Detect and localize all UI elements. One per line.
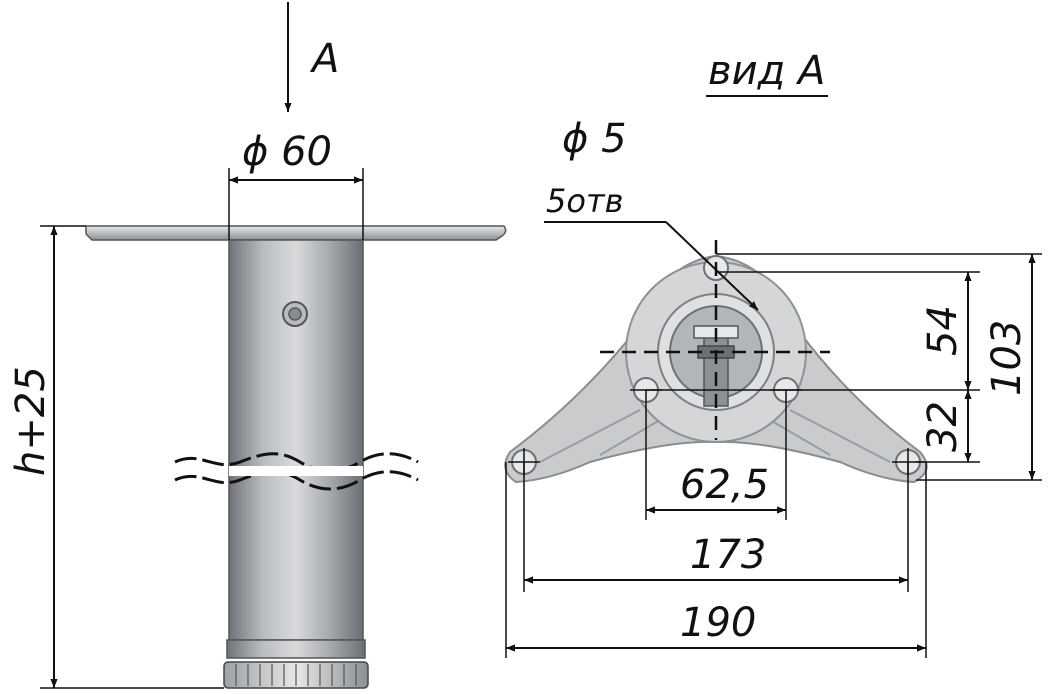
dim-173: 173 — [690, 532, 766, 578]
dim-190: 190 — [680, 600, 756, 646]
dim-103: 103 — [984, 320, 1030, 396]
break-line-top — [174, 452, 419, 473]
dim-hole-count: 5отв — [546, 182, 623, 220]
leg-top-view: вид А ϕ — [504, 48, 1042, 658]
break-gap — [229, 466, 363, 476]
dim-height: h+25 — [8, 366, 54, 476]
leader-line — [665, 221, 759, 311]
dim-tube-diameter: ϕ 60 — [242, 129, 332, 175]
dim-hole-diameter: ϕ 5 — [562, 116, 627, 162]
tube-hole-inner — [288, 307, 302, 321]
mounting-plate — [85, 225, 507, 241]
dim-32: 32 — [920, 401, 966, 452]
adjuster-collar — [226, 639, 366, 659]
dim-62-5: 62,5 — [680, 462, 769, 508]
adjuster-knurl — [235, 664, 357, 686]
dim-54: 54 — [920, 305, 966, 356]
plate-ribs — [539, 409, 891, 463]
tube — [228, 239, 364, 641]
break-line-bottom — [174, 470, 419, 491]
leg-side-view: A ϕ 60 h+25 — [8, 2, 507, 689]
view-title: вид А — [708, 48, 825, 94]
view-arrow-label: A — [309, 36, 339, 82]
